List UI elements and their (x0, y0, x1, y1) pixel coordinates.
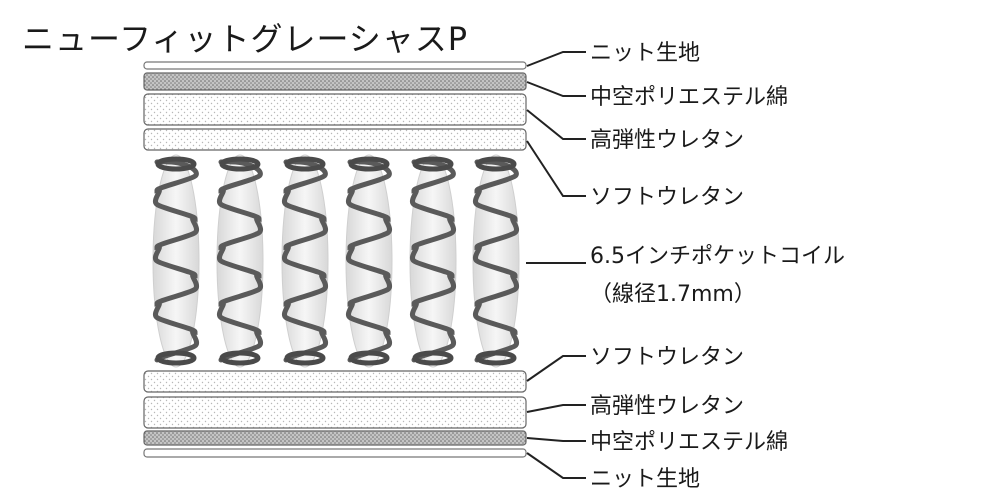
label-hd-bottom: 高弾性ウレタン (590, 394, 744, 419)
coil-top-cap (412, 156, 454, 172)
coil-spring (153, 159, 199, 363)
coil-bottom-cap (348, 350, 390, 366)
label-soft-top: ソフトウレタン (590, 185, 744, 210)
layer-hd-bottom (143, 396, 527, 429)
label-poly-top: 中空ポリエステル綿 (590, 85, 788, 110)
coil-spring (346, 159, 392, 363)
coil-top-cap (155, 156, 197, 172)
leader-poly-bottom (526, 437, 586, 442)
leader-soft-bottom (526, 355, 586, 382)
leader-knit-bottom (526, 452, 586, 479)
layer-knit-bottom (143, 448, 527, 458)
leader-poly-top (526, 81, 586, 97)
label-knit-top: ニット生地 (590, 41, 700, 66)
pocket-coil-area (152, 154, 520, 368)
label-coil-name: 6.5インチポケットコイル (590, 244, 845, 269)
coil-top-cap (348, 156, 390, 172)
diagram-title: ニューフィットグレーシャスP (22, 20, 469, 58)
layer-knit-top (143, 61, 527, 70)
coil-bottom-cap (219, 350, 261, 366)
label-poly-bottom: 中空ポリエステル綿 (590, 430, 788, 455)
coil-bottom-cap (155, 350, 197, 366)
layer-soft-top (143, 128, 527, 151)
coil-bottom-cap (475, 350, 517, 366)
layer-poly-top (143, 72, 527, 91)
coil-spring (282, 159, 328, 363)
leader-soft-top (526, 140, 586, 197)
coil-top-cap (219, 156, 261, 172)
layer-poly-bottom (143, 430, 527, 446)
coil-bottom-cap (284, 350, 326, 366)
label-knit-bottom: ニット生地 (590, 467, 700, 492)
label-soft-bottom: ソフトウレタン (590, 345, 744, 370)
coil-top-cap (284, 156, 326, 172)
coil-spring (217, 159, 263, 363)
label-coil-spec: （線径1.7mm） (590, 282, 756, 307)
coil-bottom-cap (412, 350, 454, 366)
leader-knit-top (526, 51, 586, 67)
layer-soft-bottom (143, 370, 527, 393)
leader-hd-bottom (526, 404, 586, 413)
layer-hd-top (143, 93, 527, 126)
coil-spring (410, 159, 456, 363)
coil-spring (473, 159, 519, 363)
coil-top-cap (475, 156, 517, 172)
leader-hd-top (526, 109, 586, 140)
label-hd-top: 高弾性ウレタン (590, 128, 744, 153)
